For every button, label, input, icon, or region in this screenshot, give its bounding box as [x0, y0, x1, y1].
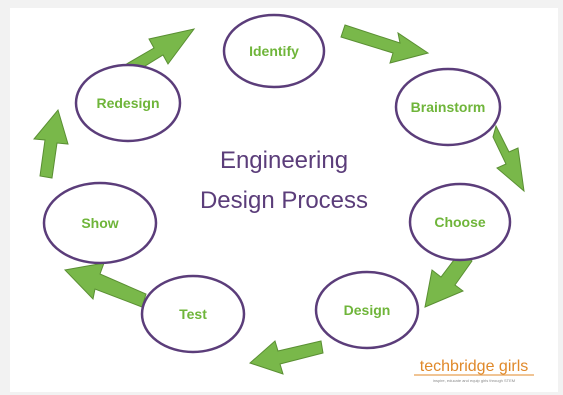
step-label-redesign: Redesign [96, 95, 159, 111]
step-choose: Choose [408, 182, 512, 262]
arrow-show-to-redesign [33, 108, 69, 179]
step-label-choose: Choose [434, 214, 486, 230]
techbridge-logo: techbridge girls inspire, educate and eq… [414, 358, 534, 383]
arrow-brainstorm-to-choose [492, 124, 525, 193]
diagram-title-line2: Design Process [200, 187, 368, 214]
logo-tagline: inspire, educate and equip girls through… [433, 378, 515, 383]
step-test: Test [140, 274, 246, 354]
step-brainstorm: Brainstorm [394, 67, 502, 147]
step-label-design: Design [344, 302, 391, 318]
step-label-test: Test [179, 306, 207, 322]
step-label-show: Show [81, 215, 118, 231]
arrow-test-to-show [63, 262, 147, 308]
diagram-title-line1: Engineering [220, 147, 348, 174]
arrow-design-to-test [249, 340, 324, 375]
logo-text: techbridge girls [420, 358, 529, 375]
step-label-identify: Identify [249, 43, 299, 59]
arrow-identify-to-brainstorm [340, 24, 430, 64]
step-redesign: Redesign [74, 63, 182, 143]
step-show: Show [42, 181, 158, 265]
step-label-brainstorm: Brainstorm [411, 99, 486, 115]
step-identify: Identify [222, 13, 326, 89]
cycle-arrows [33, 24, 525, 375]
step-design: Design [314, 270, 420, 350]
